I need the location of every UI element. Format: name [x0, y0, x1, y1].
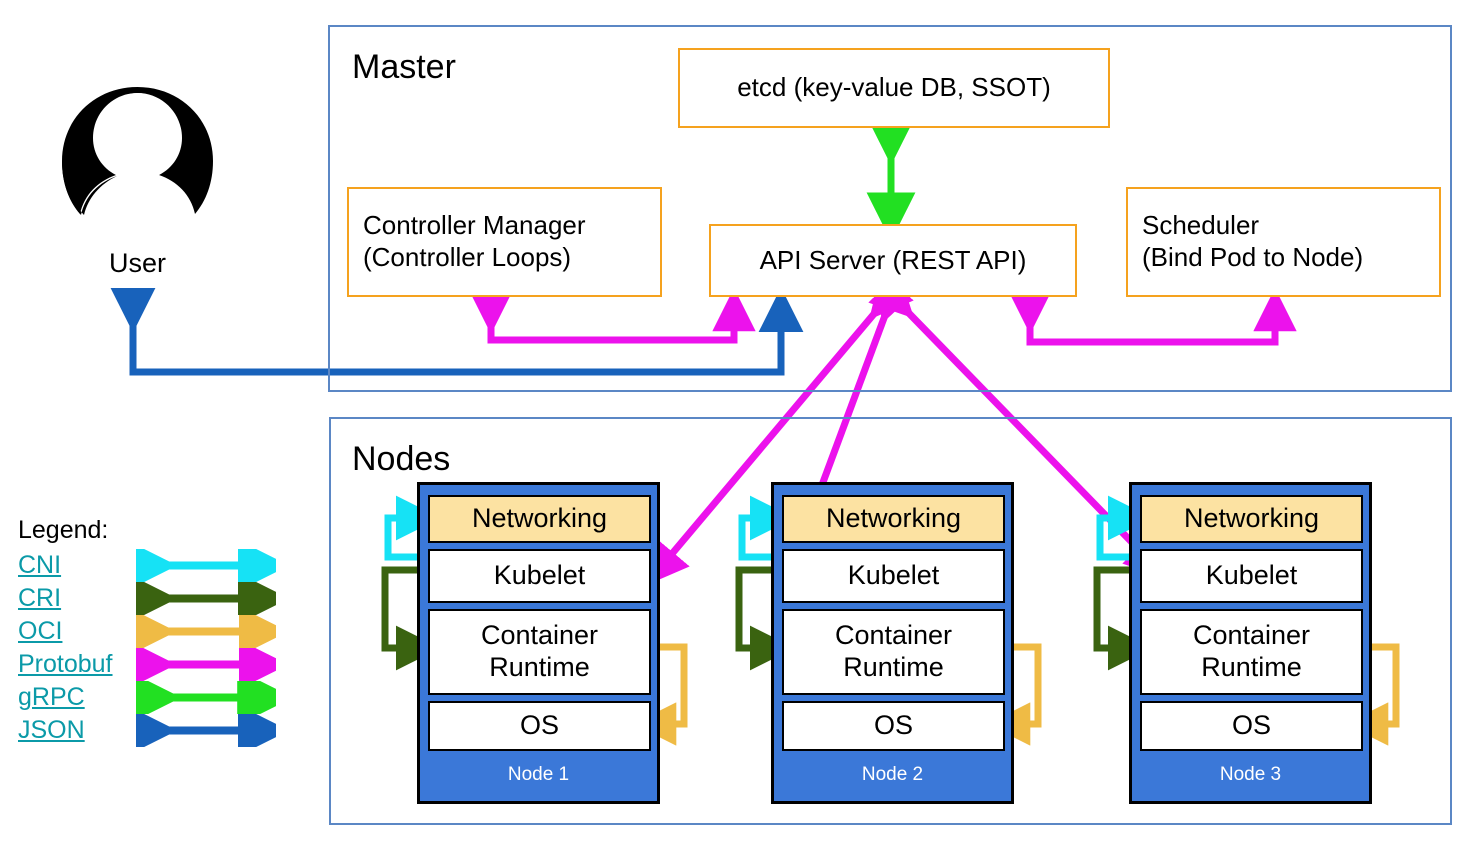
legend-row-protobuf: Protobuf [18, 639, 289, 690]
scheduler-line2: (Bind Pod to Node) [1142, 242, 1364, 272]
legend-link-cni[interactable]: CNI [18, 551, 62, 579]
legend-row-cri: CRI [18, 572, 290, 625]
nodes-panel [329, 417, 1452, 825]
node-1-container-runtime-label: Container Runtime [481, 620, 598, 684]
node-1-os-layer[interactable]: OS [428, 701, 651, 751]
node-2-container-runtime-label: Container Runtime [835, 620, 952, 684]
node-3-networking-layer[interactable]: Networking [1140, 495, 1363, 543]
node-2-networking-label: Networking [825, 503, 962, 534]
node-3-runtime-line2: Runtime [1201, 652, 1302, 682]
scheduler-box[interactable]: Scheduler (Bind Pod to Node) [1126, 187, 1441, 297]
node-1-runtime-line2: Runtime [489, 652, 590, 682]
node-3-runtime-line1: Container [1192, 620, 1311, 651]
legend-link-oci[interactable]: OCI [18, 617, 63, 645]
api-server-box[interactable]: API Server (REST API) [709, 224, 1077, 297]
scheduler-label: Scheduler (Bind Pod to Node) [1142, 210, 1363, 273]
controller-manager-box[interactable]: Controller Manager (Controller Loops) [347, 187, 662, 297]
legend-link-protobuf[interactable]: Protobuf [18, 650, 113, 678]
node-card-2[interactable]: Networking Kubelet Container Runtime OS … [771, 482, 1014, 804]
node-1-os-label: OS [519, 710, 559, 741]
user-avatar-icon [62, 87, 213, 215]
legend-link-json[interactable]: JSON [18, 716, 85, 744]
node-2-kubelet-layer[interactable]: Kubelet [782, 549, 1005, 603]
user-label: User [108, 248, 166, 278]
node-3-container-runtime-layer[interactable]: Container Runtime [1140, 609, 1363, 695]
node-1-networking-layer[interactable]: Networking [428, 495, 651, 543]
legend-link-grpc[interactable]: gRPC [18, 683, 85, 711]
node-2-networking-layer[interactable]: Networking [782, 495, 1005, 543]
controller-manager-line2: (Controller Loops) [363, 242, 572, 272]
node-3-name: Node 3 [1219, 764, 1282, 785]
controller-manager-line1: Controller Manager [363, 210, 586, 241]
node-2-name: Node 2 [861, 764, 924, 785]
node-1-name: Node 1 [507, 764, 570, 785]
legend-swatch-grpc [125, 669, 294, 726]
master-panel-title: Master [352, 48, 456, 86]
legend: Legend: CNI CRI OCI [18, 516, 294, 757]
scheduler-line1: Scheduler [1142, 210, 1260, 241]
node-2-os-layer[interactable]: OS [782, 701, 1005, 751]
legend-row-oci: OCI [18, 606, 289, 657]
etcd-box[interactable]: etcd (key-value DB, SSOT) [678, 48, 1110, 128]
master-panel [328, 25, 1452, 392]
etcd-label: etcd (key-value DB, SSOT) [737, 72, 1051, 103]
api-server-label: API Server (REST API) [759, 244, 1027, 275]
node-2-kubelet-label: Kubelet [847, 560, 940, 591]
nodes-panel-title: Nodes [352, 440, 451, 478]
node-2-os-label: OS [873, 710, 913, 741]
legend-swatch-cri [126, 572, 290, 625]
user-figure [60, 85, 215, 225]
node-3-os-layer[interactable]: OS [1140, 701, 1363, 751]
node-2-runtime-line2: Runtime [843, 652, 944, 682]
node-1-container-runtime-layer[interactable]: Container Runtime [428, 609, 651, 695]
legend-swatch-oci [126, 606, 289, 657]
node-3-os-label: OS [1231, 710, 1271, 741]
legend-swatch-cni [126, 539, 290, 592]
node-3-kubelet-layer[interactable]: Kubelet [1140, 549, 1363, 603]
legend-swatch-json [126, 704, 290, 757]
controller-manager-label: Controller Manager (Controller Loops) [363, 210, 586, 273]
legend-swatch-protobuf [126, 639, 289, 690]
node-card-1[interactable]: Networking Kubelet Container Runtime OS … [417, 482, 660, 804]
legend-row-json: JSON [18, 704, 290, 757]
legend-title: Legend: [18, 516, 109, 544]
node-1-networking-label: Networking [471, 503, 608, 534]
legend-row-cni: CNI [18, 539, 290, 592]
node-card-3[interactable]: Networking Kubelet Container Runtime OS … [1129, 482, 1372, 804]
node-1-kubelet-layer[interactable]: Kubelet [428, 549, 651, 603]
node-1-kubelet-label: Kubelet [493, 560, 586, 591]
node-2-runtime-line1: Container [834, 620, 953, 651]
legend-link-cri[interactable]: CRI [18, 584, 62, 612]
legend-row-grpc: gRPC [18, 669, 294, 726]
node-3-networking-label: Networking [1183, 503, 1320, 534]
node-3-kubelet-label: Kubelet [1205, 560, 1298, 591]
node-3-container-runtime-label: Container Runtime [1193, 620, 1310, 684]
node-1-runtime-line1: Container [480, 620, 599, 651]
node-2-container-runtime-layer[interactable]: Container Runtime [782, 609, 1005, 695]
